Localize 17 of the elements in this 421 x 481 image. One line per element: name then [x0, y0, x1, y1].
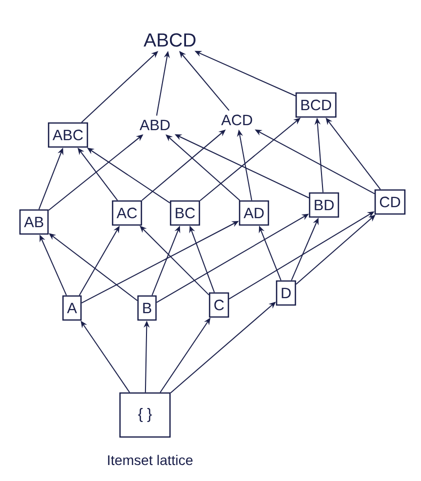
set-box: ABC — [48, 122, 88, 148]
set-box: AD — [238, 200, 270, 226]
set-box: CD — [374, 189, 406, 215]
set-box: A — [62, 295, 82, 321]
set-box: BD — [308, 192, 340, 218]
set-label: ABD — [140, 120, 170, 130]
set-box: D — [276, 280, 296, 306]
set-box: C — [208, 292, 230, 318]
set-box: BCD — [296, 92, 336, 118]
set-box: BC — [170, 200, 200, 226]
set-box: B — [137, 295, 157, 321]
caption: Itemset lattice — [108, 454, 193, 466]
set-label: ACD — [221, 114, 252, 126]
set-label: ABCD — [144, 33, 196, 47]
set-box: AC — [112, 200, 142, 226]
set-box: { } — [119, 392, 171, 438]
set-box: AB — [19, 209, 49, 235]
